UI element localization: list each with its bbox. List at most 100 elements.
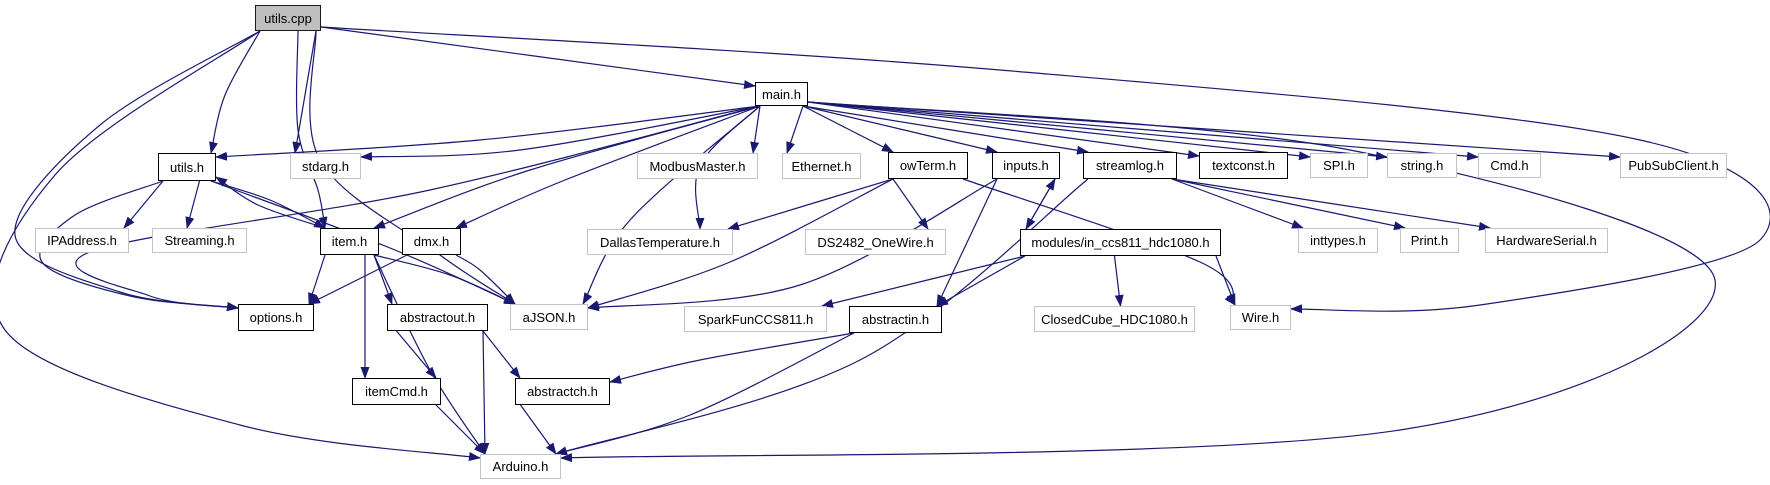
graph-node-Ethernet-h[interactable]: Ethernet.h xyxy=(782,153,861,179)
graph-node-stdarg-h[interactable]: stdarg.h xyxy=(290,153,361,179)
include-edge-modules-h-to-SparkFunCCS811-h xyxy=(821,255,1026,308)
include-edge-dmx-h-to-options-h xyxy=(308,254,408,305)
graph-node-streamlog-h[interactable]: streamlog.h xyxy=(1083,152,1177,179)
include-edge-abstractout-h-to-abstractch-h xyxy=(482,330,521,379)
include-edge-main-h-to-SPI-h xyxy=(807,101,1311,161)
include-edge-main-h-to-options-h xyxy=(75,105,761,311)
graph-node-owTerm-h[interactable]: owTerm.h xyxy=(888,152,968,179)
graph-node-utils-h[interactable]: utils.h xyxy=(158,153,216,181)
include-edge-utils-h-to-item-h xyxy=(210,180,326,229)
include-edge-inputs-h-to-aJSON-h xyxy=(587,178,998,312)
include-edge-modules-h-to-abstractin-h xyxy=(936,255,1026,307)
graph-node-DS2482-OneWire-h[interactable]: DS2482_OneWire.h xyxy=(805,229,946,255)
graph-node-label: abstractin.h xyxy=(861,312,930,327)
include-edge-modules-h-to-Wire-h xyxy=(1215,255,1236,306)
graph-node-SparkFunCCS811-h[interactable]: SparkFunCCS811.h xyxy=(684,306,827,332)
graph-node-label: options.h xyxy=(249,310,303,325)
include-edge-main-h-to-utils-h xyxy=(215,105,761,161)
include-edge-modules-h-to-inputs-h xyxy=(1025,178,1056,230)
include-edge-main-h-to-owTerm-h xyxy=(802,105,894,153)
graph-node-label: inputs.h xyxy=(1003,158,1049,173)
graph-node-label: IPAddress.h xyxy=(47,233,117,248)
graph-node-IPAddress-h[interactable]: IPAddress.h xyxy=(35,228,129,253)
include-edge-main-h-to-Cmd-h xyxy=(807,101,1479,161)
graph-node-utils-cpp[interactable]: utils.cpp xyxy=(255,5,321,31)
include-edge-utils-h-to-IPAddress-h xyxy=(123,180,164,229)
graph-node-modules-h[interactable]: modules/in_ccs811_hdc1080.h xyxy=(1020,229,1221,256)
include-edge-main-h-to-Ethernet-h xyxy=(786,105,804,154)
graph-node-Arduino-h[interactable]: Arduino.h xyxy=(480,454,561,479)
graph-node-abstractin-h[interactable]: abstractin.h xyxy=(849,306,942,333)
graph-node-label: aJSON.h xyxy=(522,309,576,325)
graph-node-inputs-h[interactable]: inputs.h xyxy=(992,152,1060,179)
include-edge-main-h-to-textconst-h xyxy=(807,101,1200,159)
include-edge-streamlog-h-to-inttypes-h xyxy=(1171,178,1304,229)
graph-node-label: Arduino.h xyxy=(492,459,549,474)
include-edge-abstractin-h-to-Arduino-h xyxy=(555,332,855,456)
graph-node-label: Cmd.h xyxy=(1490,158,1529,173)
graph-node-label: inttypes.h xyxy=(1310,233,1366,248)
graph-node-label: stdarg.h xyxy=(302,158,349,174)
graph-node-DallasTemperature-h[interactable]: DallasTemperature.h xyxy=(587,229,733,255)
graph-node-string-h[interactable]: string.h xyxy=(1387,153,1457,178)
graph-node-inttypes-h[interactable]: inttypes.h xyxy=(1298,228,1378,253)
graph-node-Cmd-h[interactable]: Cmd.h xyxy=(1478,153,1541,178)
graph-node-dmx-h[interactable]: dmx.h xyxy=(402,228,461,255)
graph-node-PubSubClient-h[interactable]: PubSubClient.h xyxy=(1620,153,1727,178)
graph-node-label: SPI.h xyxy=(1323,158,1355,173)
graph-node-label: modules/in_ccs811_hdc1080.h xyxy=(1031,235,1210,250)
include-edge-modules-h-to-ClosedCube-HDC1080-h xyxy=(1113,255,1124,307)
graph-node-Streaming-h[interactable]: Streaming.h xyxy=(152,228,247,253)
graph-node-Print-h[interactable]: Print.h xyxy=(1400,228,1459,253)
include-edge-streamlog-h-to-HardwareSerial-h xyxy=(1171,178,1491,231)
graph-node-ClosedCube-HDC1080-h[interactable]: ClosedCube_HDC1080.h xyxy=(1034,306,1195,332)
graph-node-label: Ethernet.h xyxy=(791,158,852,174)
graph-node-label: HardwareSerial.h xyxy=(1496,233,1597,248)
graph-node-label: owTerm.h xyxy=(899,158,957,173)
include-edge-abstractout-h-to-itemCmd-h xyxy=(396,330,437,379)
graph-node-label: Print.h xyxy=(1410,233,1449,248)
include-edge-item-h-to-utils-h xyxy=(215,176,326,229)
graph-node-label: ModbusMaster.h xyxy=(649,158,746,174)
include-edge-utils-cpp-to-options-h xyxy=(14,30,261,311)
graph-node-itemCmd-h[interactable]: itemCmd.h xyxy=(352,378,441,405)
graph-node-label: abstractch.h xyxy=(527,384,598,399)
include-edge-streamlog-h-to-Print-h xyxy=(1171,178,1406,231)
graph-node-abstractch-h[interactable]: abstractch.h xyxy=(515,378,610,405)
include-edge-item-h-to-aJSON-h xyxy=(373,254,516,305)
include-edge-main-h-to-string-h xyxy=(807,101,1388,161)
include-edge-utils-cpp-to-Arduino-h xyxy=(0,30,481,461)
include-edge-utils-h-to-options-h xyxy=(39,180,239,312)
graph-node-label: abstractout.h xyxy=(399,310,476,325)
graph-node-label: itemCmd.h xyxy=(365,384,428,399)
graph-node-main-h[interactable]: main.h xyxy=(755,82,808,106)
graph-node-abstractout-h[interactable]: abstractout.h xyxy=(387,304,488,331)
include-edge-owTerm-h-to-DallasTemperature-h xyxy=(727,178,894,231)
graph-node-label: Wire.h xyxy=(1241,310,1280,325)
include-edge-main-h-to-Arduino-h xyxy=(560,101,1716,463)
graph-node-label: DS2482_OneWire.h xyxy=(817,234,934,250)
graph-node-item-h[interactable]: item.h xyxy=(320,228,379,255)
graph-node-aJSON-h[interactable]: aJSON.h xyxy=(510,304,588,330)
graph-node-SPI-h[interactable]: SPI.h xyxy=(1310,153,1368,178)
include-edge-inputs-h-to-abstractin-h xyxy=(936,178,998,307)
graph-node-options-h[interactable]: options.h xyxy=(238,304,314,331)
include-edge-main-h-to-inputs-h xyxy=(802,105,998,154)
graph-node-label: DallasTemperature.h xyxy=(600,234,720,250)
graph-node-label: utils.cpp xyxy=(264,10,312,26)
include-edge-item-h-to-abstractout-h xyxy=(373,254,393,305)
graph-node-textconst-h[interactable]: textconst.h xyxy=(1199,152,1288,179)
include-edge-utils-cpp-to-aJSON-h xyxy=(309,30,516,305)
include-edge-itemCmd-h-to-Arduino-h xyxy=(435,404,486,455)
graph-node-label: PubSubClient.h xyxy=(1628,158,1719,173)
include-edge-item-h-to-Arduino-h xyxy=(373,254,486,455)
graph-node-HardwareSerial-h[interactable]: HardwareSerial.h xyxy=(1485,228,1608,253)
graph-node-label: string.h xyxy=(1400,158,1444,173)
graph-node-label: dmx.h xyxy=(413,234,450,249)
include-edge-main-h-to-aJSON-h xyxy=(582,105,761,305)
include-edge-main-h-to-dmx-h xyxy=(455,105,761,229)
graph-node-label: streamlog.h xyxy=(1096,158,1164,173)
graph-node-ModbusMaster-h[interactable]: ModbusMaster.h xyxy=(637,153,758,179)
graph-node-Wire-h[interactable]: Wire.h xyxy=(1230,305,1291,330)
